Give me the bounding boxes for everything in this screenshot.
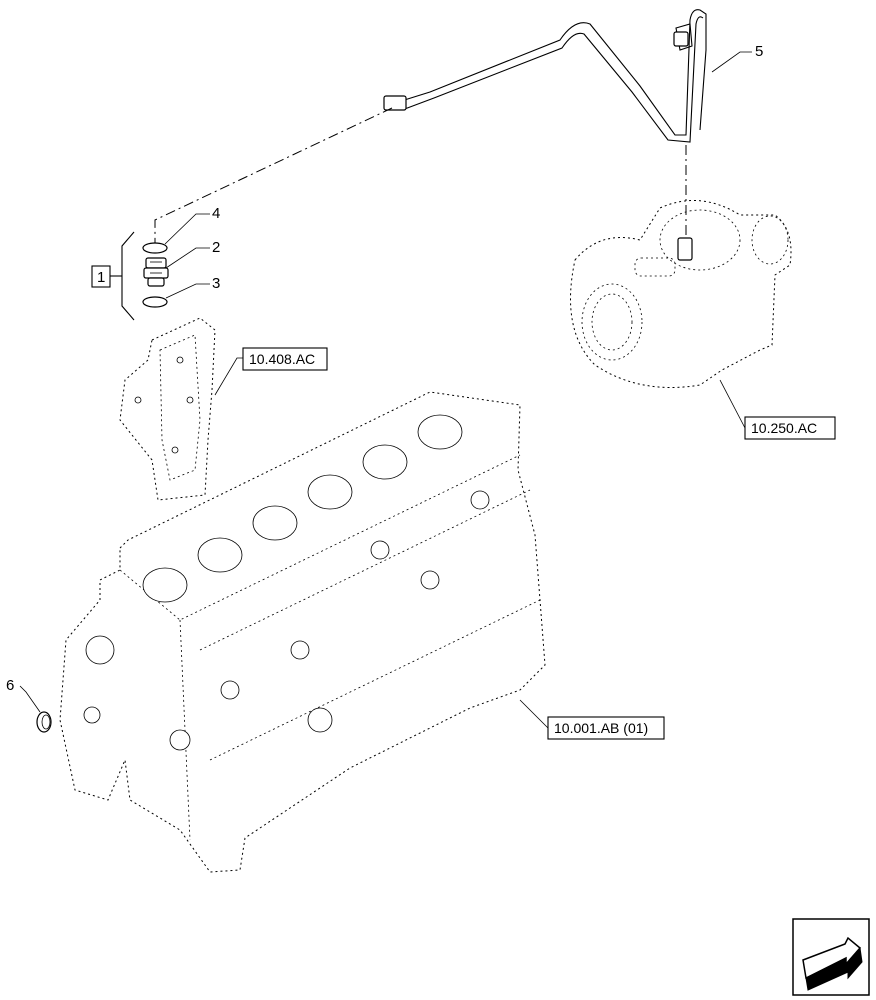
seal-ring-lower[interactable] <box>142 296 168 308</box>
connection-lines <box>154 107 687 250</box>
union-fitting[interactable] <box>143 257 169 287</box>
ref-label-10-408-ac: 10.408.AC <box>249 351 315 367</box>
callout-1: 1 <box>97 269 105 286</box>
turbocharger[interactable] <box>570 199 792 388</box>
callout-1-box: 1 <box>91 265 111 288</box>
expansion-plug[interactable] <box>36 711 52 733</box>
seal-ring-upper[interactable] <box>142 242 168 254</box>
ref-label-10-250-ac: 10.250.AC <box>751 420 817 436</box>
ref-engine-block[interactable]: 10.001.AB (01) <box>547 716 665 740</box>
callout-3: 3 <box>212 275 220 292</box>
ref-turbocharger[interactable]: 10.250.AC <box>744 416 836 440</box>
callout-6: 6 <box>6 677 14 694</box>
ref-label-10-001-ab: 10.001.AB (01) <box>554 720 648 736</box>
callout-5: 5 <box>755 43 763 60</box>
engine-block[interactable] <box>59 391 546 873</box>
kit-bracket <box>110 231 135 321</box>
oil-filter-support[interactable] <box>119 317 216 501</box>
ref-oil-filter-support[interactable]: 10.408.AC <box>242 347 328 371</box>
leader-lines <box>19 51 752 729</box>
oil-feed-pipe[interactable] <box>383 9 707 143</box>
callout-2: 2 <box>212 239 220 256</box>
next-page-arrow-icon[interactable] <box>792 918 870 996</box>
callout-4: 4 <box>212 205 220 222</box>
